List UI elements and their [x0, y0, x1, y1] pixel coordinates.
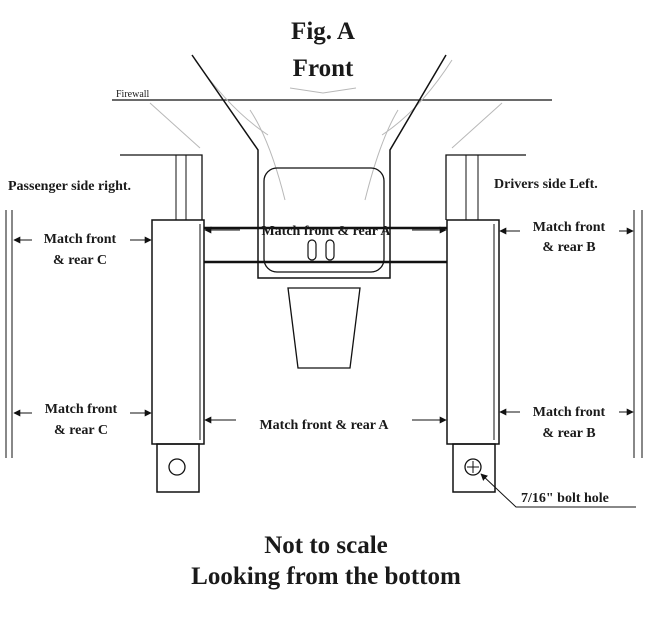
- match-c-top-line1: Match front: [44, 232, 117, 247]
- match-a-bottom-callout: Match front & rear A: [204, 416, 447, 433]
- match-a-bottom-text: Match front & rear A: [259, 418, 389, 433]
- passenger-side-label: Passenger side right.: [8, 179, 131, 194]
- driver-frame-rail: [446, 219, 500, 493]
- match-c-top-callout: Match front & rear C: [13, 232, 152, 268]
- match-c-top-line2: & rear C: [53, 253, 107, 268]
- figure-subtitle: Front: [293, 55, 354, 82]
- match-b-top-line2: & rear B: [542, 240, 595, 255]
- match-a-top-callout: Match front & rear A: [204, 224, 447, 239]
- crossmember: [204, 226, 447, 264]
- match-c-bottom-line2: & rear C: [54, 423, 108, 438]
- figure-title: Fig. A: [291, 18, 355, 45]
- footer-looking-from-bottom: Looking from the bottom: [191, 563, 461, 590]
- bolt-hole-callout: 7/16" bolt hole: [480, 473, 636, 508]
- driver-upper-bracket: [445, 154, 526, 220]
- passenger-upper-bracket: [120, 154, 203, 220]
- footer-not-to-scale: Not to scale: [264, 532, 388, 559]
- match-b-top-line1: Match front: [533, 220, 606, 235]
- passenger-frame-rail: [151, 219, 205, 493]
- match-c-bottom-line1: Match front: [45, 402, 118, 417]
- bolt-hole-label: 7/16" bolt hole: [521, 491, 609, 506]
- match-b-bottom-callout: Match front & rear B: [499, 405, 634, 441]
- left-body-lines: [5, 210, 13, 458]
- match-a-top-text: Match front & rear A: [261, 224, 391, 239]
- right-body-lines: [633, 210, 643, 458]
- driver-side-label: Drivers side Left.: [494, 177, 598, 192]
- match-b-top-callout: Match front & rear B: [499, 220, 634, 255]
- match-b-bottom-line1: Match front: [533, 405, 606, 420]
- firewall-label: Firewall: [116, 89, 150, 100]
- transmission-tunnel: [191, 54, 447, 369]
- match-c-bottom-callout: Match front & rear C: [13, 402, 152, 438]
- match-b-bottom-line2: & rear B: [542, 426, 595, 441]
